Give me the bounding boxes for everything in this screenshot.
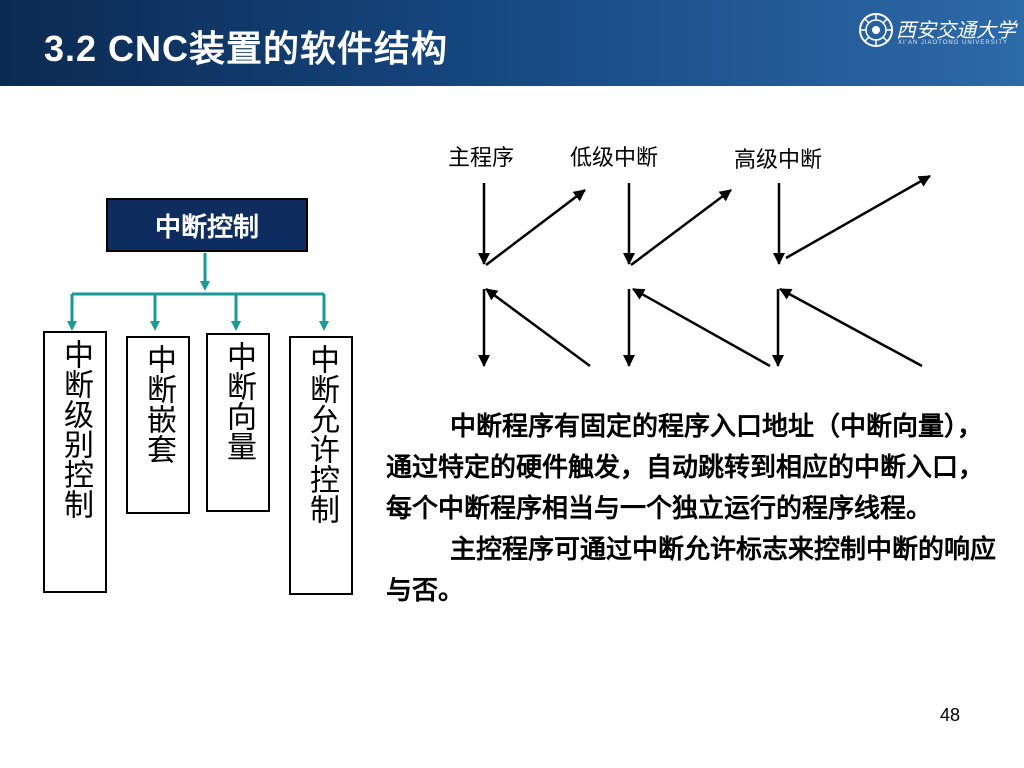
explanation-text: 中断程序有固定的程序入口地址（中断向量），通过特定的硬件触发，自动跳转到相应的中…	[386, 407, 1006, 612]
interrupt-enable-control-box: 中断允许控制	[289, 336, 353, 595]
label-low-interrupt: 低级中断	[570, 146, 659, 171]
upper-arrows	[478, 174, 931, 266]
slide-header: 3.2 CNC装置的软件结构 西安交通大学 XI'AN JIAOTONG UNI…	[0, 0, 1024, 86]
logo-wordmark: 西安交通大学	[896, 18, 1016, 42]
paragraph-1: 中断程序有固定的程序入口地址（中断向量），通过特定的硬件触发，自动跳转到相应的中…	[386, 412, 985, 524]
university-logo: 西安交通大学 XI'AN JIAOTONG UNIVERSITY	[856, 10, 1016, 50]
paragraph-2: 主控程序可通过中断允许标志来控制中断的响应与否。	[386, 535, 997, 606]
logo-subtitle: XI'AN JIAOTONG UNIVERSITY	[898, 40, 1009, 46]
label-main-program: 主程序	[448, 146, 515, 171]
tree-connectors	[67, 253, 329, 331]
label-high-interrupt: 高级中断	[734, 148, 823, 173]
university-seal-icon	[859, 13, 893, 47]
slide-title: 3.2 CNC装置的软件结构	[44, 28, 449, 69]
lower-arrows	[478, 287, 923, 368]
interrupt-control-box: 中断控制	[106, 198, 308, 252]
page-number: 48	[940, 705, 961, 725]
interrupt-level-control-box: 中断级别控制	[43, 331, 107, 593]
interrupt-vector-box: 中断向量	[206, 333, 270, 512]
interrupt-nesting-box: 中断嵌套	[126, 336, 190, 514]
